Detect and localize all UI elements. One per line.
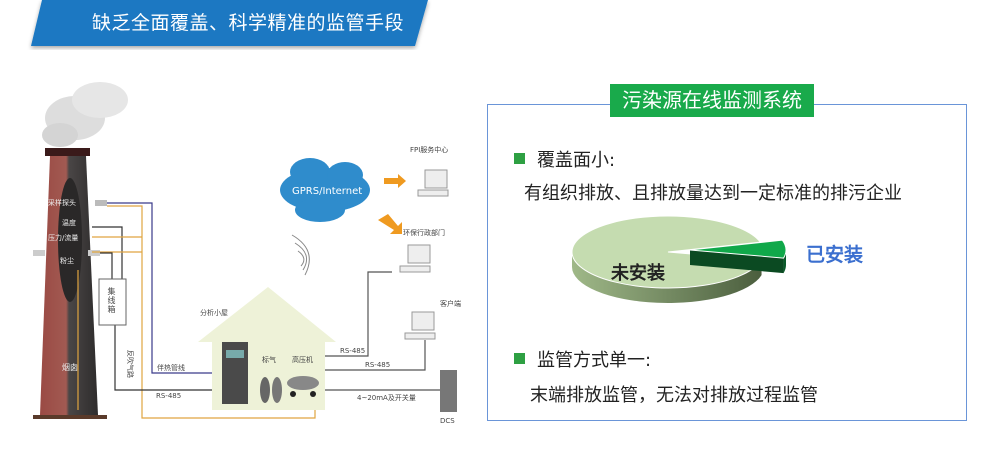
fpi-label: FPI服务中心 — [410, 145, 448, 154]
point1-heading: 覆盖面小: — [537, 150, 616, 171]
wireless-signal-icon — [291, 234, 310, 276]
dust-sensor-icon — [88, 250, 100, 256]
installation-pie-chart — [571, 215, 787, 303]
point2-text: 末端排放监管，无法对排放过程监管 — [530, 385, 818, 406]
dcs-server-icon — [440, 370, 457, 412]
probe-icon — [95, 200, 107, 206]
sensor-label: 粉尘 — [60, 256, 74, 265]
sensor-label: 温度 — [62, 218, 76, 227]
pie-slice-side-not-installed — [572, 252, 762, 303]
chimney-icon — [33, 148, 107, 419]
computer-icon — [399, 244, 431, 273]
pie-slice-side-installed — [690, 250, 784, 274]
house-label: 分析小屋 — [200, 308, 228, 317]
monitoring-system-diagram: 烟囱 采样探头 温度 压力/流量 粉尘 反吹气路 伴热管线 RS-485 分析小… — [33, 82, 461, 425]
computer-icon — [417, 169, 449, 197]
analysis-house-icon — [198, 287, 336, 410]
banner-background — [31, 0, 428, 46]
point1-text: 有组织排放、且排放量达到一定标准的排污企业 — [524, 183, 902, 204]
pie-label-installed: 已安装 — [806, 244, 864, 266]
chimney-label: 烟囱 — [62, 362, 78, 372]
sensor-label: 采样探头 — [48, 198, 76, 207]
junction-box-label: 集线箱 — [107, 287, 116, 314]
pie-slice-edge-installed — [783, 250, 786, 274]
pie-slice-not-installed — [571, 215, 763, 289]
junction-box-icon — [98, 278, 127, 326]
client-label: 客户端 — [440, 299, 461, 308]
compressor-label: 高压机 — [292, 355, 313, 364]
gas-label: 标气 — [262, 355, 276, 364]
cloud-label: GPRS/Internet — [292, 186, 362, 197]
bullet-icon — [514, 153, 525, 164]
cloud-icon — [280, 158, 370, 222]
smoke-icon — [42, 82, 128, 147]
arrow-icon — [384, 174, 406, 188]
dust-sensor-icon — [33, 250, 45, 256]
bullet-icon — [514, 353, 525, 364]
banner-title: 缺乏全面覆盖、科学精准的监管手段 — [92, 12, 405, 34]
connection-lines — [77, 202, 445, 419]
rs485-label: RS-485 — [340, 347, 365, 355]
rs485-label: RS-485 — [156, 392, 181, 400]
backflush-label: 反吹气路 — [126, 350, 135, 378]
computer-icon — [404, 311, 436, 340]
dcs-label: DCS — [440, 417, 455, 425]
pie-slice-installed — [689, 239, 787, 259]
epa-label: 环保行政部门 — [403, 228, 445, 237]
heat-line-label: 伴热管线 — [157, 363, 185, 372]
panel-title: 污染源在线监测系统 — [610, 84, 814, 117]
pie-label-not-installed: 未安装 — [611, 263, 665, 284]
rs485-label: RS-485 — [365, 361, 390, 369]
arrow-icon — [378, 214, 402, 234]
analog-label: 4~20mA及开关量 — [357, 393, 416, 402]
sensor-label: 压力/流量 — [48, 233, 78, 242]
point2-heading: 监管方式单一: — [537, 350, 652, 371]
